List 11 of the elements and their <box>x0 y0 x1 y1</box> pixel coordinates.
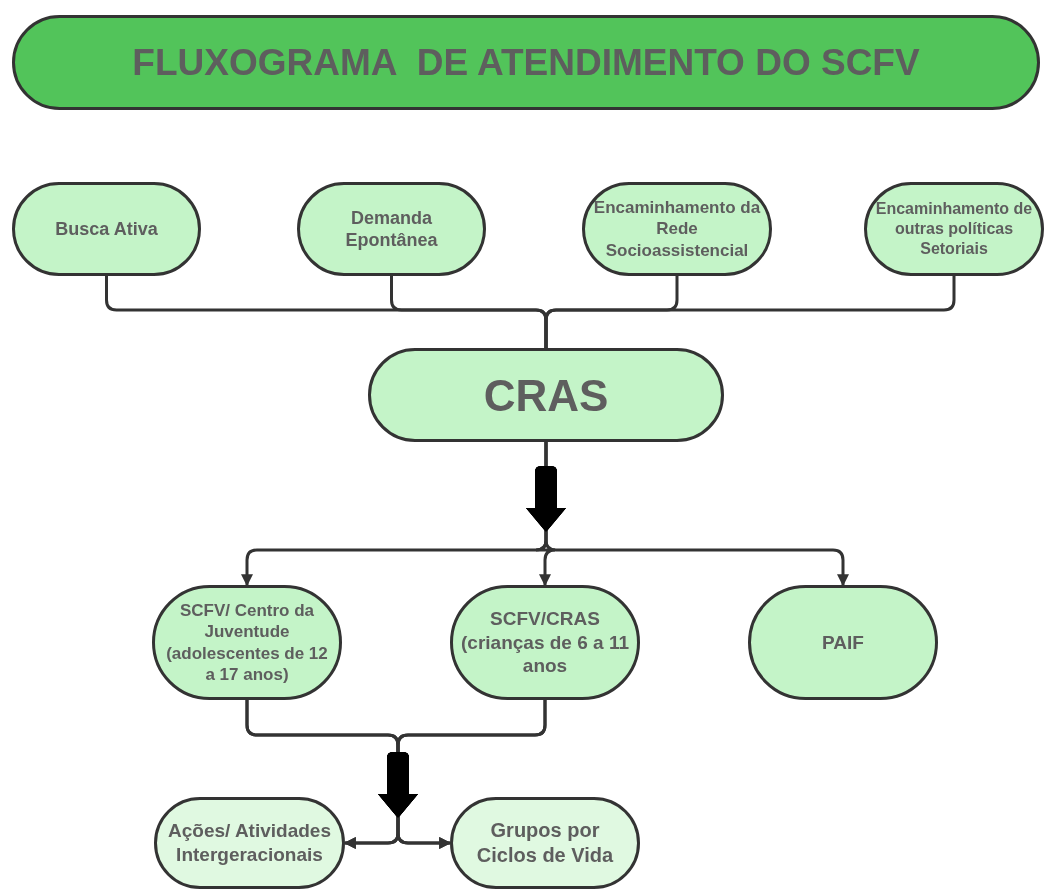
node-label: Encaminhamento de outras políticas Setoriais <box>875 199 1033 259</box>
node-label: SCFV/CRAS (crianças de 6 a 11 anos <box>461 606 629 679</box>
node-label: CRAS <box>483 369 609 422</box>
title: FLUXOGRAMA DE ATENDIMENTO DO SCFV <box>132 41 920 84</box>
node-label: Busca Ativa <box>55 217 158 241</box>
node-label: Grupos por Ciclos de Vida <box>475 818 615 868</box>
node-label: Encaminhamento da Rede Socioassistencial <box>593 197 761 261</box>
node-label: Ações/ Atividades Intergeracionais <box>167 819 332 867</box>
node-label: PAIF <box>822 630 864 655</box>
node-label: SCFV/ Centro da Juventude (adolescentes de 12 a 17 anos) <box>165 600 329 685</box>
node-label: Demanda Epontânea <box>344 206 439 252</box>
